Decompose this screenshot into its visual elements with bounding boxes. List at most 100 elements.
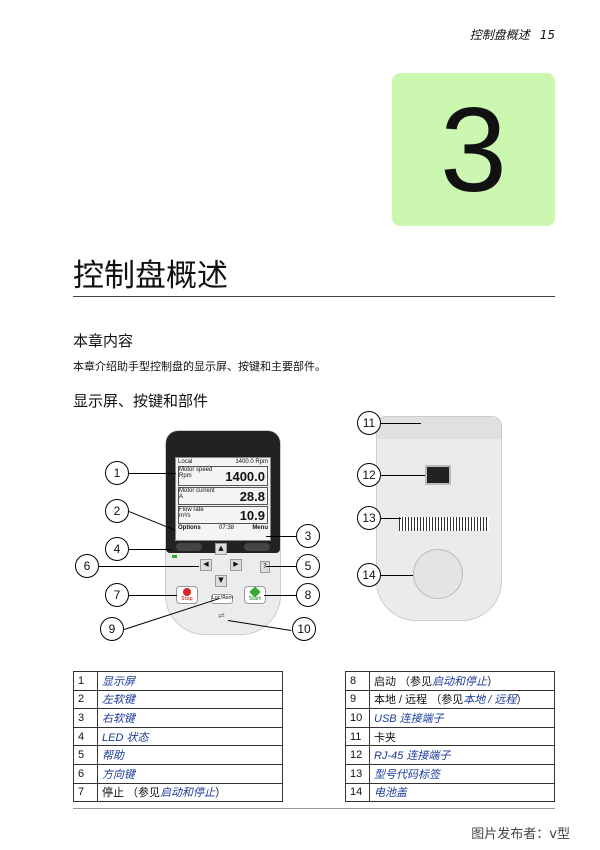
part-description: 卡夹: [369, 726, 555, 747]
leader-line: [381, 518, 401, 519]
row-unit: Rpm: [179, 473, 192, 479]
callout-9: 9: [100, 617, 124, 641]
part-text: 启动 （参见: [374, 675, 433, 688]
footer-rule: [73, 808, 555, 809]
right-softkey[interactable]: [244, 543, 270, 551]
part-suffix: ）: [215, 787, 227, 800]
display-time: 07:38: [218, 525, 234, 531]
leader-line: [381, 423, 421, 424]
row-label: Motor speed: [179, 467, 213, 473]
status-local: Local: [178, 459, 193, 465]
header-section: 控制盘概述: [469, 28, 530, 42]
leader-line: [266, 536, 296, 537]
row-label: Flow rate: [179, 507, 204, 513]
arrow-down-key[interactable]: ▼: [215, 575, 227, 587]
row-value: 28.8: [239, 489, 265, 504]
row-unit: m³/s: [179, 513, 191, 519]
part-text: 停止 （参见: [102, 787, 161, 800]
leader-line: [266, 566, 296, 567]
part-description: 帮助: [97, 745, 283, 765]
page-number: 15: [539, 28, 555, 42]
part-link[interactable]: 帮助: [102, 750, 124, 763]
part-link[interactable]: RJ-45 连接端子: [374, 750, 451, 763]
row-unit: A: [179, 494, 184, 500]
table-row: 7 停止 （参见启动和停止）: [73, 782, 283, 803]
title-rule: [73, 296, 555, 297]
loc-rem-key[interactable]: Loc/Rem: [211, 594, 233, 604]
chapter-number-box: 3: [392, 73, 555, 226]
part-number: 7: [73, 782, 98, 803]
start-key[interactable]: Start: [244, 586, 266, 604]
arrow-left-key[interactable]: ◀: [200, 559, 212, 571]
callout-6: 6: [75, 554, 99, 578]
clip: [377, 417, 501, 439]
section-text: 本章介绍助手型控制盘的显示屏、按键和主要部件。: [73, 360, 326, 373]
part-link[interactable]: 启动和停止: [432, 675, 488, 688]
callout-12: 12: [357, 463, 381, 487]
table-row: 2 左软键: [73, 689, 283, 710]
part-link[interactable]: 方向键: [102, 768, 135, 781]
watermark: 图片发布者：v型: [471, 827, 570, 842]
part-description: 右软键: [97, 708, 283, 728]
left-softkey[interactable]: [176, 543, 202, 551]
part-link[interactable]: 左软键: [102, 694, 135, 707]
callout-14: 14: [357, 563, 381, 587]
part-link[interactable]: 本地 / 远程: [463, 694, 517, 707]
section-heading-display: 显示屏、按键和部件: [73, 392, 209, 410]
arrow-up-key[interactable]: ▲: [215, 543, 227, 555]
part-suffix: ）: [487, 675, 499, 688]
part-description: 左软键: [97, 689, 283, 710]
row-value: 10.9: [239, 508, 265, 523]
part-number: 2: [73, 689, 98, 710]
part-description: 电池盖: [369, 782, 555, 803]
part-link[interactable]: LED 状态: [102, 731, 149, 744]
page-title: 控制盘概述: [73, 258, 228, 294]
row-value: 1400.0: [225, 469, 265, 484]
part-description: LED 状态: [97, 726, 283, 747]
section-heading-contents: 本章内容: [73, 332, 134, 350]
part-link[interactable]: 型号代码标签: [374, 768, 440, 781]
leader-line: [381, 575, 413, 576]
led-status-icon: [172, 555, 177, 558]
part-link[interactable]: 显示屏: [102, 675, 135, 688]
row-label: Motor current: [179, 488, 215, 494]
stop-icon: [183, 588, 191, 596]
usb-icon: ⇌: [218, 611, 225, 620]
callout-11: 11: [357, 411, 381, 435]
leader-line: [129, 549, 171, 550]
callout-3: 3: [296, 524, 320, 548]
table-row: 12 RJ-45 连接端子: [345, 745, 555, 765]
part-link[interactable]: USB 连接端子: [374, 712, 444, 725]
part-link[interactable]: 电池盖: [374, 787, 407, 800]
help-key[interactable]: ?: [260, 561, 270, 573]
part-number: 9: [345, 689, 370, 710]
stop-key[interactable]: Stop: [176, 586, 198, 604]
part-number: 11: [345, 726, 370, 747]
part-number: 12: [345, 745, 370, 765]
rj45-port: [425, 465, 451, 485]
callout-13: 13: [357, 506, 381, 530]
part-link[interactable]: 右软键: [102, 712, 135, 725]
callout-2: 2: [105, 499, 129, 523]
part-description: 本地 / 远程 （参见本地 / 远程）: [369, 689, 555, 710]
part-description: USB 连接端子: [369, 708, 555, 728]
leader-line: [264, 595, 296, 596]
part-text: 本地 / 远程 （参见: [374, 694, 464, 707]
part-link[interactable]: 启动和停止: [160, 787, 216, 800]
part-number: 5: [73, 745, 98, 765]
arrow-right-key[interactable]: ▶: [230, 559, 242, 571]
leader-line: [129, 473, 176, 474]
part-description: RJ-45 连接端子: [369, 745, 555, 765]
